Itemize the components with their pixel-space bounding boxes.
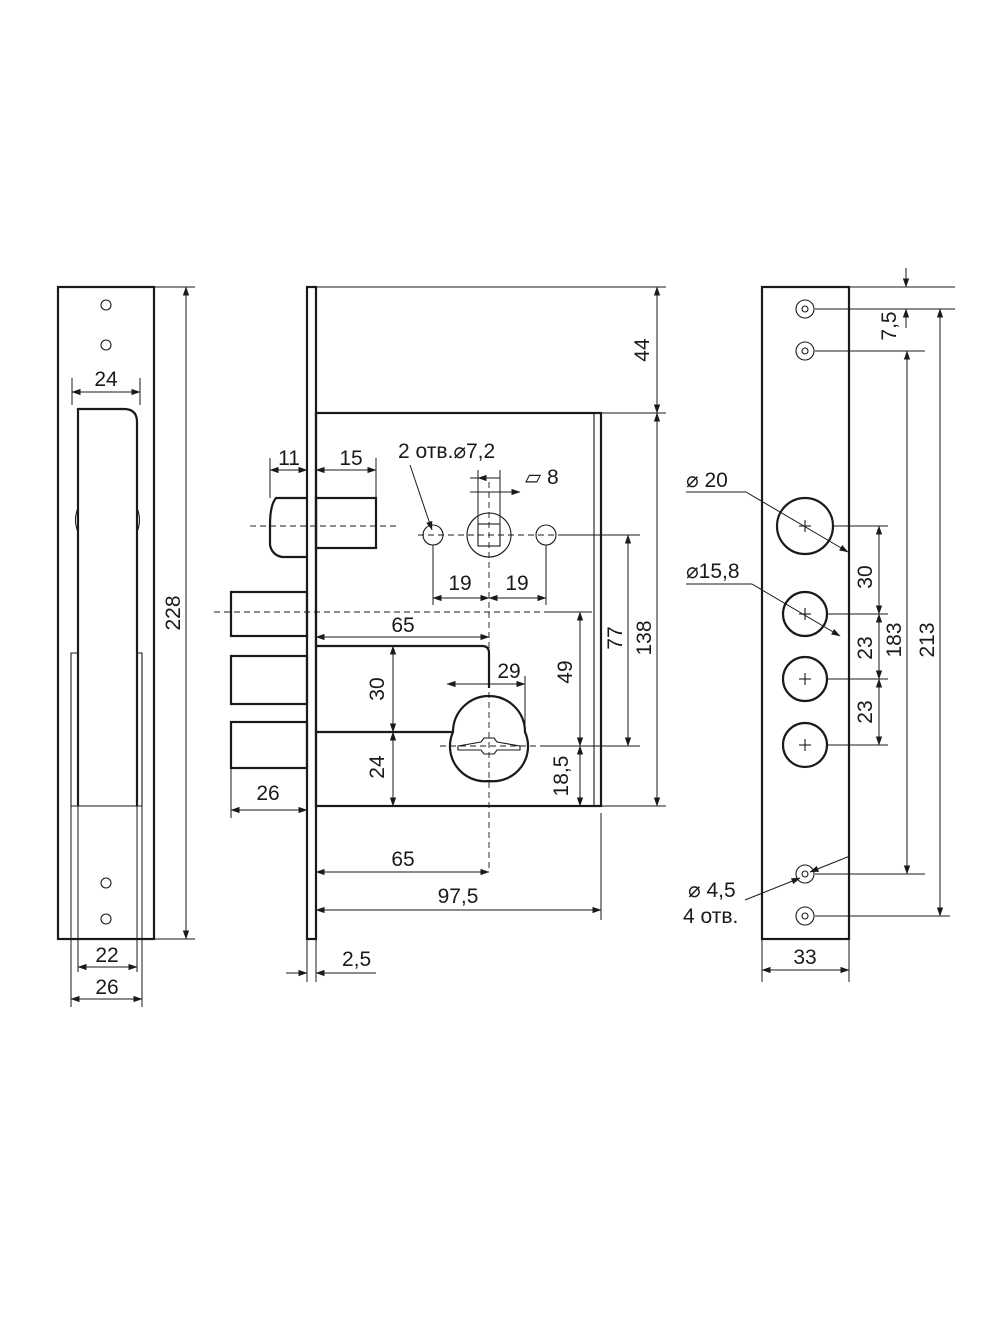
strike-plate-view: 7,5 ⌀ 20 ⌀15,8 30 23 23 183 213 ⌀ 4,5 4 … bbox=[683, 268, 955, 982]
strike-screw-hole bbox=[795, 864, 815, 884]
faceplate-outline bbox=[56, 285, 156, 941]
faceplate-edge bbox=[305, 285, 318, 941]
dim-latch-to-bolt: 30 bbox=[854, 565, 877, 588]
dim-plate-height: 228 bbox=[162, 595, 185, 630]
deadbolt bbox=[229, 590, 309, 638]
holes-note: 2 отв.⌀7,2 bbox=[398, 440, 495, 463]
latch-cutout bbox=[76, 407, 139, 806]
dim-bottom-offset: 24 bbox=[366, 755, 389, 779]
strike-screw-hole bbox=[795, 906, 815, 926]
dim-bolt-projection: 26 bbox=[256, 782, 279, 805]
dim-cutout-width: 24 bbox=[94, 368, 118, 391]
dim-case-height: 138 bbox=[633, 620, 656, 655]
dim-case-depth: 97,5 bbox=[438, 885, 479, 908]
dim-bolt-block-height: 30 bbox=[366, 677, 389, 700]
latch-tongue bbox=[268, 496, 307, 559]
spindle-square-note: ▱ 8 bbox=[525, 466, 559, 489]
dim-backset-bottom: 65 bbox=[391, 848, 414, 871]
keyhole bbox=[457, 737, 521, 755]
dim-cylinder-to-bottom: 18,5 bbox=[550, 756, 573, 797]
faceplate-screw-hole bbox=[100, 877, 112, 889]
dim-handle-to-cylinder: 77 bbox=[604, 626, 627, 649]
screw-hole-count: 4 отв. bbox=[683, 905, 738, 928]
screw-hole-diameter: ⌀ 4,5 bbox=[688, 879, 736, 902]
strike-plate-outline bbox=[760, 285, 851, 941]
dim-faceplate-thickness: 2,5 bbox=[342, 948, 371, 971]
bolt-block bbox=[316, 644, 491, 734]
latch-hole-diameter: ⌀ 20 bbox=[686, 469, 728, 492]
dim-latch-offset: 15 bbox=[339, 447, 362, 470]
faceplate-screw-hole bbox=[100, 299, 112, 311]
leader-line bbox=[409, 464, 433, 531]
lock-case bbox=[314, 411, 603, 808]
key-cylinder bbox=[448, 694, 530, 783]
strike-screw-hole bbox=[795, 341, 815, 361]
dim-latch-projection: 11 bbox=[278, 447, 300, 470]
leader-line bbox=[744, 877, 801, 901]
dim-bolt-to-cylinder: 49 bbox=[554, 660, 577, 683]
dim-bolt-spacing-lower: 23 bbox=[854, 700, 877, 723]
dim-backset-top: 65 bbox=[391, 614, 414, 637]
faceplate-screw-hole bbox=[100, 339, 112, 351]
dim-inner-width: 22 bbox=[95, 944, 118, 967]
dim-strike-width: 33 bbox=[793, 946, 816, 969]
dim-inner-screw-spacing: 183 bbox=[883, 622, 906, 657]
dim-hole-spacing-left: 19 bbox=[448, 572, 471, 595]
dim-outer-screw-spacing: 213 bbox=[916, 622, 939, 657]
dim-hole-spacing-right: 19 bbox=[505, 572, 528, 595]
deadbolt bbox=[229, 720, 309, 770]
latch-cutout-notch bbox=[74, 507, 141, 533]
dim-screw-offset: 7,5 bbox=[878, 311, 901, 340]
latch-body bbox=[314, 496, 378, 550]
bolt-cutout bbox=[70, 652, 143, 806]
faceplate-screw-hole bbox=[100, 913, 112, 925]
faceplate-front-view: 24 228 22 26 bbox=[56, 285, 195, 1007]
deadbolt bbox=[229, 654, 309, 706]
lock-body-side-view: 11 15 2 отв.⌀7,2 ▱ 8 19 19 65 29 30 24 bbox=[214, 285, 666, 982]
bolt-hole-diameter: ⌀15,8 bbox=[686, 560, 740, 583]
dim-bolt-spacing-upper: 23 bbox=[854, 636, 877, 659]
strike-screw-hole bbox=[795, 299, 815, 319]
dim-top-offset: 44 bbox=[631, 338, 654, 362]
dim-cylinder-width: 29 bbox=[497, 660, 520, 683]
dim-outer-width: 26 bbox=[95, 976, 118, 999]
